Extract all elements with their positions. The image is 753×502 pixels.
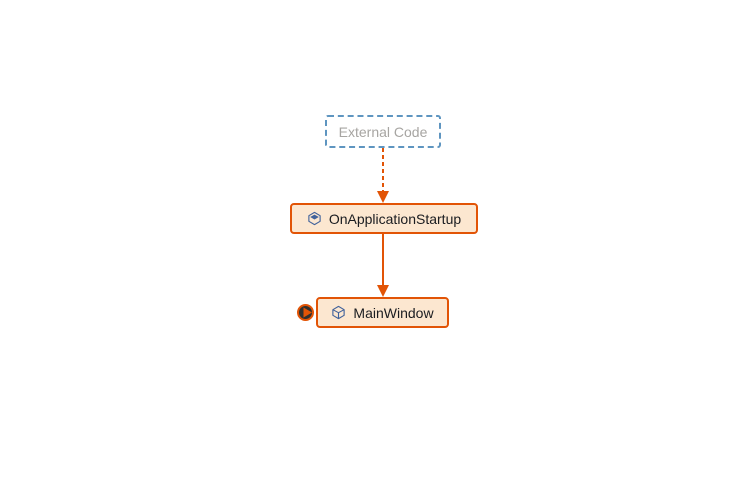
edge-external-to-startup-arrowhead-icon[interactable] [377,191,389,203]
method-cube-icon [308,211,321,226]
node-on-application-startup[interactable]: OnApplicationStartup [290,203,478,234]
node-main-window-label: MainWindow [353,304,434,321]
expand-incoming-marker-icon[interactable] [296,303,315,322]
edge-startup-to-mainwindow-line[interactable] [382,234,384,286]
node-external-code-label: External Code [338,123,428,140]
edge-external-to-startup-line[interactable] [382,148,384,191]
node-external-code[interactable]: External Code [325,115,441,148]
node-main-window[interactable]: MainWindow [316,297,449,328]
cube-icon [332,305,346,320]
node-on-application-startup-label: OnApplicationStartup [328,210,462,227]
edge-startup-to-mainwindow-arrowhead-icon[interactable] [377,285,389,297]
